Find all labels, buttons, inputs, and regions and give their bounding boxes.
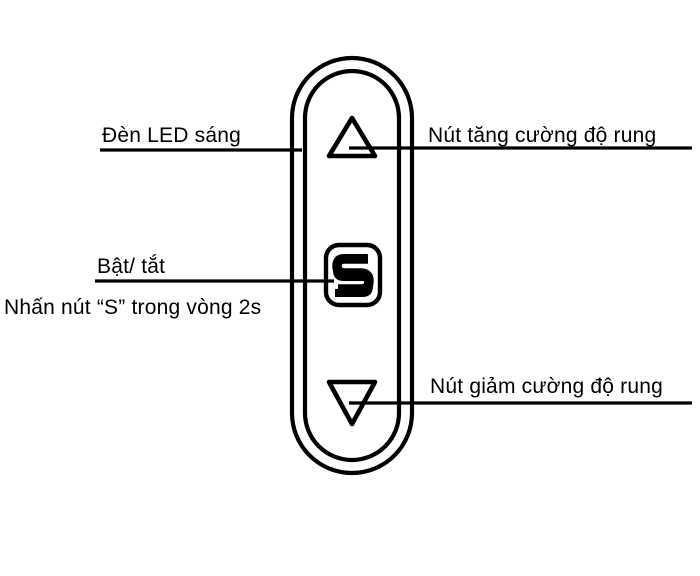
leader-lines <box>95 146 692 405</box>
power-toggle-button[interactable] <box>323 242 383 308</box>
device-inner-outline <box>302 68 402 463</box>
annotation-power-toggle: Bật/ tắt <box>97 255 166 278</box>
annotation-decrease-intensity: Nút giảm cường độ rung <box>430 375 664 398</box>
annotation-increase-intensity: Nút tăng cường độ rung <box>428 124 657 147</box>
device-outer-outline <box>289 55 415 476</box>
annotation-power-toggle-instruction: Nhấn nút “S” trong vòng 2s <box>4 296 262 319</box>
increase-vibration-button[interactable] <box>326 115 378 159</box>
power-button-frame[interactable] <box>323 242 383 308</box>
triangle-up-icon[interactable] <box>326 115 378 159</box>
device-body <box>289 55 415 476</box>
triangle-down-icon[interactable] <box>326 379 378 427</box>
decrease-vibration-button[interactable] <box>326 379 378 427</box>
letter-s-logo-stroke <box>332 254 374 294</box>
annotation-led-indicator: Đèn LED sáng <box>102 124 241 147</box>
